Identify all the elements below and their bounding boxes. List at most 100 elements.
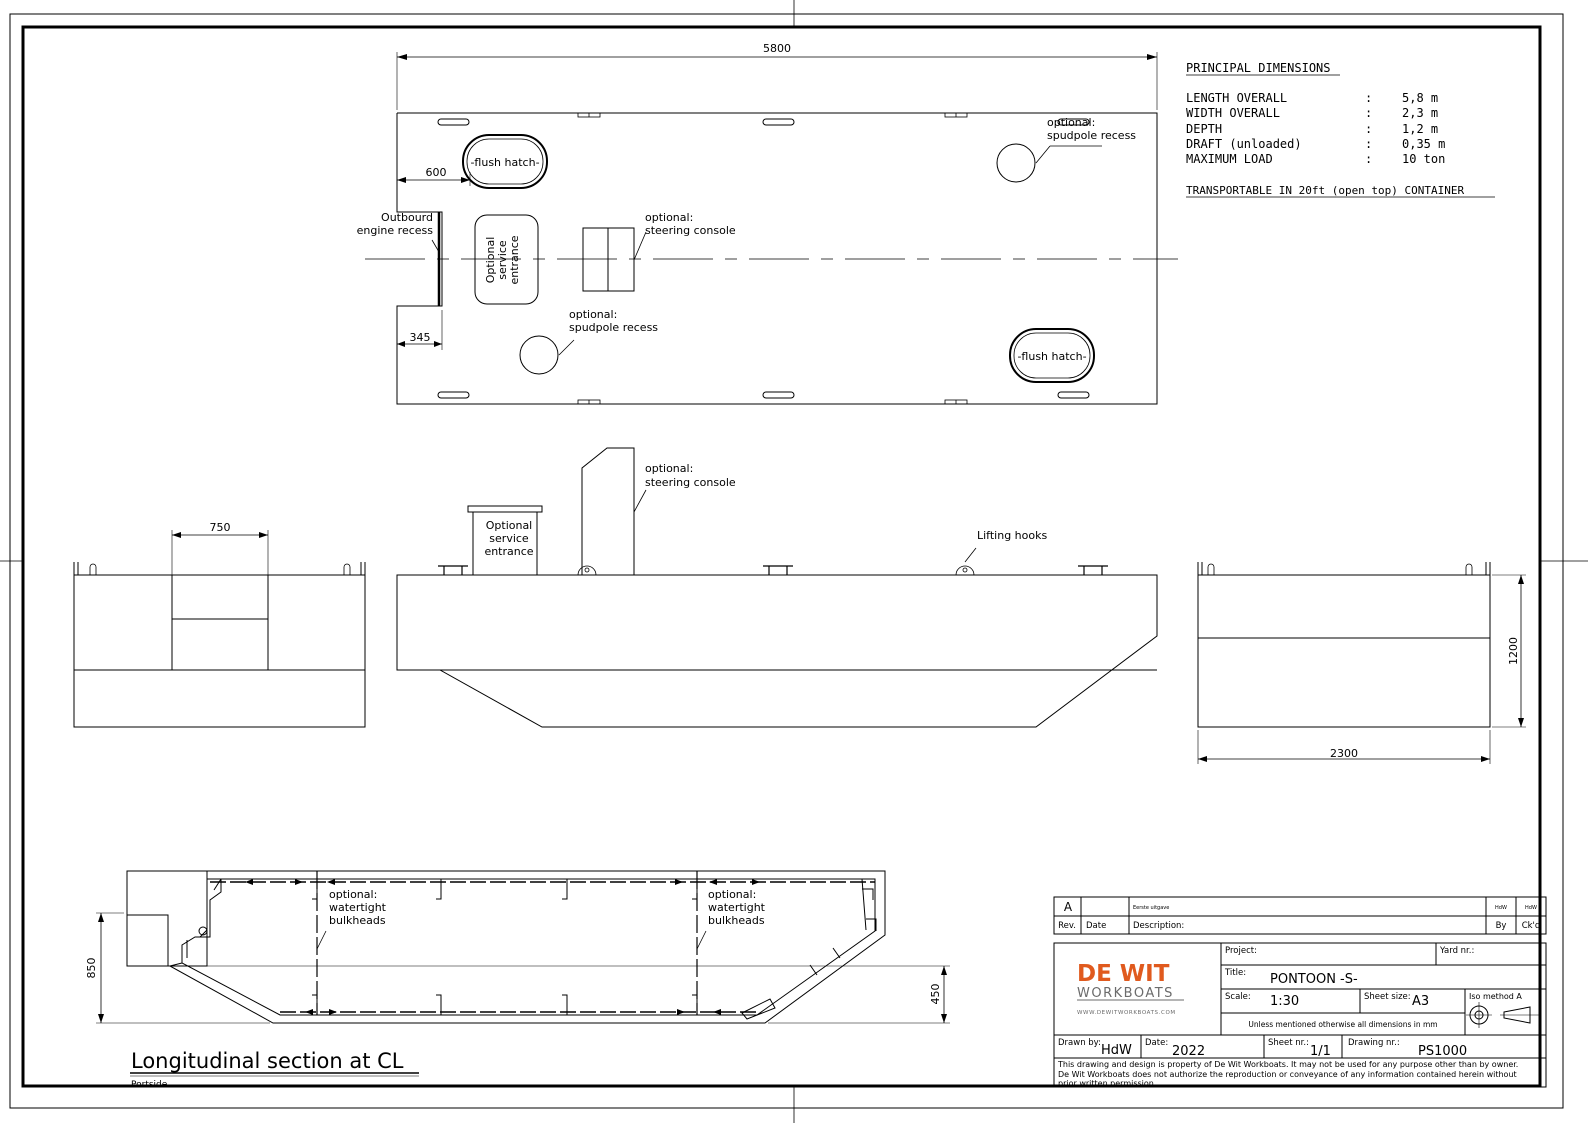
steering-side-label-a: optional: [645,462,693,475]
container-note: TRANSPORTABLE IN 20ft (open top) CONTAIN… [1186,184,1465,197]
svg-text::: : [1365,152,1372,166]
bulkhead-label-2a: optional: [708,888,756,901]
drawn-by-value: HdW [1101,1043,1132,1058]
bulkhead-label-1a: optional: [329,888,377,901]
dim-length-label: 5800 [763,42,791,55]
dim-600-label: 600 [426,166,447,179]
lifting-hooks-label: Lifting hooks [977,529,1047,542]
service-plan-label: Optional service entrance [484,235,521,284]
description-header: Description: [1133,921,1184,931]
section-view [96,870,950,1024]
spud-label-2b: spudpole recess [569,321,658,334]
rev-by: HdW [1495,905,1507,911]
title-value: PONTOON -S- [1270,972,1358,987]
iso-method-label: Iso method A [1469,992,1522,1001]
principal-heading: PRINCIPAL DIMENSIONS [1186,61,1331,75]
svg-text:MAXIMUM LOAD: MAXIMUM LOAD [1186,152,1273,166]
dim-850-label: 850 [85,958,98,979]
scale-label: Scale: [1225,992,1251,1002]
date-header: Date [1086,921,1106,931]
drawn-by-label: Drawn by: [1058,1038,1101,1048]
service-side-label-c: entrance [484,545,533,558]
drawing-nr-value: PS1000 [1418,1044,1467,1059]
svg-text:WIDTH OVERALL: WIDTH OVERALL [1186,106,1280,120]
rev-letter: A [1064,900,1073,914]
spud-label-1b: spudpole recess [1047,129,1136,142]
disclaimer-line-1: This drawing and design is property of D… [1057,1060,1518,1069]
yard-label: Yard nr.: [1439,946,1474,956]
svg-text:0,35 m: 0,35 m [1402,137,1445,151]
service-side-label-b: service [489,532,529,545]
dim-2300-label: 2300 [1330,747,1358,760]
units-note: Unless mentioned otherwise all dimension… [1248,1020,1437,1029]
flush-hatch-label-2: -flush hatch- [1017,350,1086,363]
sheet-nr-label: Sheet nr.: [1268,1038,1309,1048]
ckd-header: Ck'd [1522,921,1541,931]
svg-text::: : [1365,106,1372,120]
bulkhead-label-1c: bulkheads [329,914,386,927]
svg-text:entrance: entrance [508,235,521,284]
sheet-size-value: A3 [1412,994,1429,1009]
bulkhead-label-1b: watertight [329,901,387,914]
aft-arrows [172,532,268,538]
svg-text:10 ton: 10 ton [1402,152,1445,166]
dimension-row: WIDTH OVERALL : 2,3 m [1186,106,1438,120]
date-value: 2022 [1172,1044,1205,1059]
logo-main-text: DE WIT [1077,961,1170,987]
outboard-label-a: Outbourd [381,211,433,224]
revision-texts: A Eerste uitgave HdW HdW Rev. Date Descr… [1058,900,1540,931]
steering-side-label-b: steering console [645,476,736,489]
dimension-row: DEPTH : 1,2 m [1186,122,1438,136]
dim-750-label: 750 [210,521,231,534]
disclaimer-line-3: prior written permission. [1058,1079,1156,1088]
title-label: Title: [1224,968,1246,978]
scale-value: 1:30 [1270,994,1299,1009]
dim-1200-label: 1200 [1507,637,1520,665]
plan-arrows [397,54,1157,347]
svg-text:5,8 m: 5,8 m [1402,91,1438,105]
title-block-texts: Project: Yard nr.: Title: PONTOON -S- Sc… [1057,946,1522,1088]
steering-plan-label-b: steering console [645,224,736,237]
rev-description: Eerste uitgave [1133,905,1169,911]
svg-text:Optional: Optional [484,237,497,284]
dim-450-label: 450 [929,984,942,1005]
bulkhead-label-2c: bulkheads [708,914,765,927]
svg-text::: : [1365,122,1372,136]
svg-text::: : [1365,137,1372,151]
dim-345-label: 345 [410,331,431,344]
section-labels: optional: watertight bulkheads optional:… [85,888,942,1090]
front-arrows [1198,575,1524,762]
date-label: Date: [1145,1038,1168,1048]
sheet-size-label: Sheet size: [1364,992,1411,1002]
dimension-row: DRAFT (unloaded) : 0,35 m [1186,137,1445,151]
sheet-nr-value: 1/1 [1310,1044,1331,1059]
principal-dimensions: PRINCIPAL DIMENSIONS LENGTH OVERALL : 5,… [1186,61,1495,198]
svg-text:1,2 m: 1,2 m [1402,122,1438,136]
svg-text:service: service [496,240,509,280]
revision-table [1053,896,1547,935]
rev-header: Rev. [1058,921,1076,931]
section-subtitle: Portside [131,1080,168,1090]
spud-label-2a: optional: [569,308,617,321]
section-arrows [98,879,947,1023]
aft-view [73,530,366,728]
by-header: By [1496,921,1507,931]
drawing-nr-label: Drawing nr.: [1348,1038,1400,1048]
svg-text:2,3 m: 2,3 m [1402,106,1438,120]
dimension-row: LENGTH OVERALL : 5,8 m [1186,91,1438,105]
service-side-label-a: Optional [486,519,533,532]
side-view [396,447,1158,728]
svg-text:DEPTH: DEPTH [1186,122,1222,136]
bulkhead-label-2b: watertight [708,901,766,914]
project-label: Project: [1225,946,1257,956]
spud-label-1a: optional: [1047,116,1095,129]
title-block [1053,942,1547,1088]
company-logo: DE WIT WORKBOATS WWW.DEWITWORKBOATS.COM [1077,961,1184,1016]
outboard-label-b: engine recess [357,224,434,237]
flush-hatch-label-1: -flush hatch- [470,156,539,169]
dimension-row: MAXIMUM LOAD : 10 ton [1186,152,1445,166]
plan-labels: 5800 600 345 -flush hatch- -flush hatch-… [357,42,1137,363]
